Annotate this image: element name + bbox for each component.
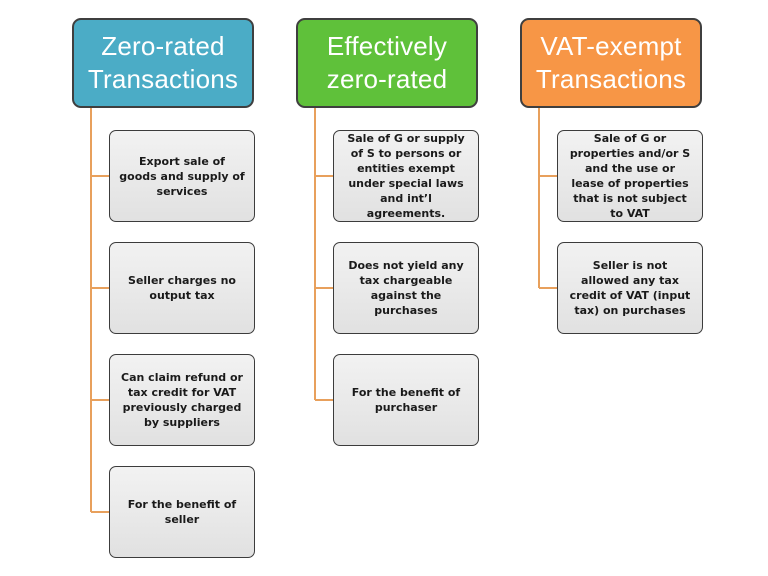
- item-text: Sale of G or properties and/or S and the…: [569, 132, 691, 220]
- item-benefit-seller: For the benefit of seller: [109, 466, 255, 558]
- item-no-output-tax: Seller charges no output tax: [109, 242, 255, 334]
- header-title: Effectively zero-rated: [326, 31, 448, 94]
- header-title: Zero-rated Transactions: [87, 31, 239, 94]
- header-effectively-zero-rated: Effectively zero-rated: [296, 18, 478, 108]
- connectors-zero-rated: [90, 108, 109, 513]
- item-benefit-purchaser: For the benefit of purchaser: [333, 354, 479, 446]
- item-sale-to-exempt-entities: Sale of G or supply of S to persons or e…: [333, 130, 479, 222]
- connectors-effectively-zero-rated: [314, 108, 333, 401]
- item-text: Export sale of goods and supply of servi…: [119, 154, 245, 198]
- item-claim-refund: Can claim refund or tax credit for VAT p…: [109, 354, 255, 446]
- header-zero-rated-transactions: Zero-rated Transactions: [72, 18, 254, 108]
- item-text: Seller charges no output tax: [128, 274, 236, 302]
- item-no-tax-credit: Seller is not allowed any tax credit of …: [557, 242, 703, 334]
- item-text: For the benefit of purchaser: [351, 386, 461, 414]
- item-text: Does not yield any tax chargeable agains…: [348, 259, 464, 317]
- item-sale-not-subject-to-vat: Sale of G or properties and/or S and the…: [557, 130, 703, 222]
- item-text: Sale of G or supply of S to persons or e…: [347, 132, 465, 220]
- connectors-vat-exempt: [538, 108, 557, 289]
- header-vat-exempt-transactions: VAT-exempt Transactions: [520, 18, 702, 108]
- item-export-sale: Export sale of goods and supply of servi…: [109, 130, 255, 222]
- header-title: VAT-exempt Transactions: [535, 31, 687, 94]
- item-text: Can claim refund or tax credit for VAT p…: [121, 371, 243, 429]
- item-text: Seller is not allowed any tax credit of …: [569, 259, 691, 317]
- item-text: For the benefit of seller: [127, 498, 237, 526]
- item-no-tax-chargeable: Does not yield any tax chargeable agains…: [333, 242, 479, 334]
